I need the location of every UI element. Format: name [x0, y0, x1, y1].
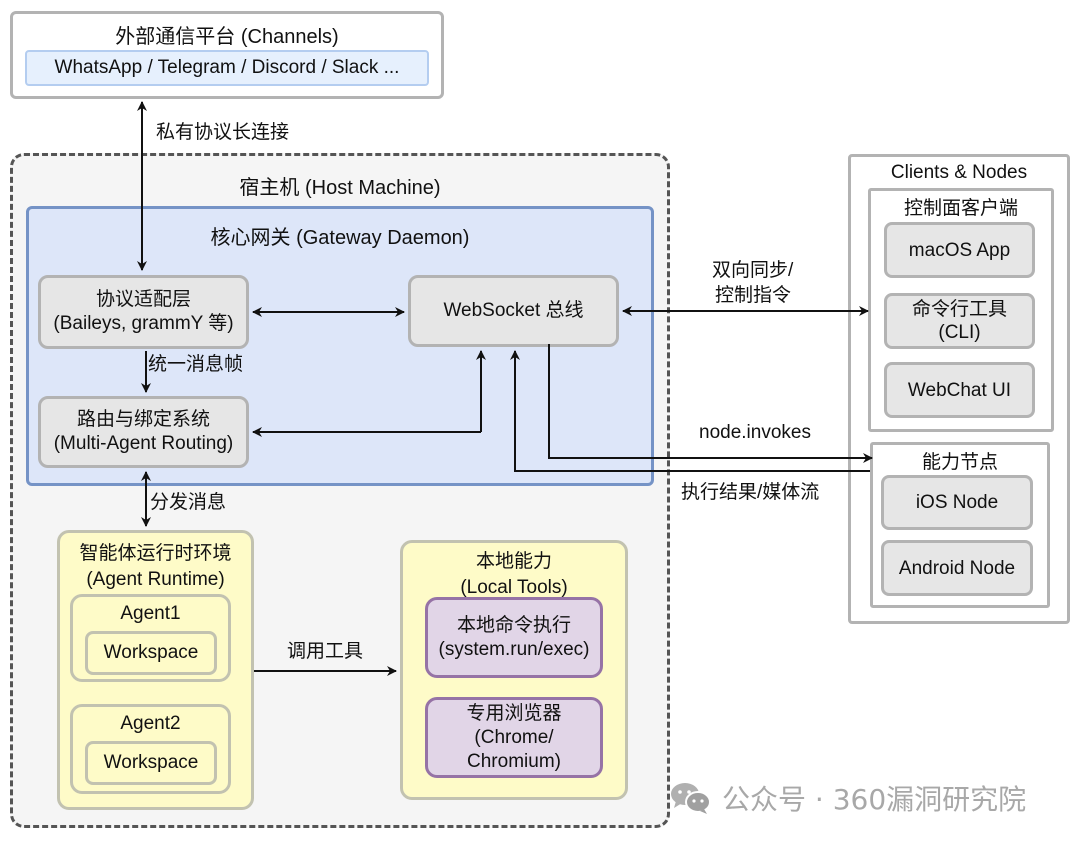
local-exec-title: 本地命令执行 [456, 614, 571, 636]
agent1-node[interactable]: Agent1 Workspace [70, 594, 231, 682]
router-node[interactable]: 路由与绑定系统 (Multi-Agent Routing) [38, 396, 249, 468]
channels-list-box[interactable]: WhatsApp / Telegram / Discord / Slack ..… [25, 50, 429, 86]
protocol-adapter-subtitle: (Baileys, grammY 等) [53, 313, 234, 334]
cli-sublabel: (CLI) [938, 322, 981, 343]
local-exec-subtitle: (system.run/exec) [438, 638, 590, 660]
agent1-title: Agent1 [120, 603, 181, 624]
ios-node[interactable]: iOS Node [881, 475, 1033, 530]
webchat-ui-label: WebChat UI [907, 379, 1012, 401]
wechat-icon [670, 781, 712, 815]
local-tools-title-en: (Local Tools) [460, 577, 568, 598]
control-plane-title: 控制面客户端 [903, 198, 1018, 219]
capability-nodes-title: 能力节点 [921, 452, 998, 473]
macos-app-node[interactable]: macOS App [884, 222, 1035, 278]
browser-title: 专用浏览器 [466, 702, 562, 724]
macos-app-label: macOS App [908, 239, 1011, 261]
label-node-invokes: node.invokes [699, 422, 811, 443]
local-exec-node[interactable]: 本地命令执行 (system.run/exec) [425, 597, 603, 678]
protocol-adapter-node[interactable]: 协议适配层 (Baileys, grammY 等) [38, 275, 249, 349]
agent2-node[interactable]: Agent2 Workspace [70, 704, 231, 794]
agent2-title: Agent2 [120, 713, 181, 734]
gateway-daemon-title: 核心网关 (Gateway Daemon) [210, 227, 470, 249]
agent1-workspace[interactable]: Workspace [85, 631, 217, 675]
websocket-bus-node[interactable]: WebSocket 总线 [408, 275, 619, 347]
label-results: 执行结果/媒体流 [681, 482, 820, 503]
protocol-adapter-title: 协议适配层 [95, 289, 191, 310]
android-node[interactable]: Android Node [881, 540, 1033, 596]
websocket-bus-label: WebSocket 总线 [443, 300, 584, 321]
agent2-workspace[interactable]: Workspace [85, 741, 217, 785]
label-sync-line2: 控制指令 [715, 285, 792, 306]
agent-runtime-title-cn: 智能体运行时环境 [79, 543, 232, 564]
router-subtitle: (Multi-Agent Routing) [53, 433, 234, 454]
agent-runtime-title: 智能体运行时环境 (Agent Runtime) [60, 541, 251, 593]
label-private-protocol: 私有协议长连接 [156, 122, 290, 143]
watermark-text: 公众号 · 360漏洞研究院 [722, 783, 1027, 816]
label-unified-frame: 统一消息帧 [148, 354, 244, 375]
host-machine-title: 宿主机 (Host Machine) [239, 177, 441, 199]
label-call-tools: 调用工具 [287, 641, 364, 662]
cli-node[interactable]: 命令行工具 (CLI) [884, 293, 1035, 349]
channels-container: 外部通信平台 (Channels) WhatsApp / Telegram / … [10, 11, 444, 99]
clients-nodes-title: Clients & Nodes [890, 162, 1028, 183]
browser-subtitle-1: (Chrome/ [474, 726, 554, 748]
label-dispatch: 分发消息 [150, 492, 227, 513]
webchat-ui-node[interactable]: WebChat UI [884, 362, 1035, 418]
local-tools-title-cn: 本地能力 [475, 551, 552, 572]
browser-subtitle-2: Chromium) [467, 750, 561, 772]
local-tools-title: 本地能力 (Local Tools) [403, 549, 625, 601]
agent-runtime-title-en: (Agent Runtime) [86, 569, 225, 590]
watermark: 公众号 · 360漏洞研究院 [670, 778, 1026, 818]
label-sync-line1: 双向同步/ [712, 260, 794, 281]
browser-node[interactable]: 专用浏览器 (Chrome/ Chromium) [425, 697, 603, 778]
router-title: 路由与绑定系统 [76, 409, 210, 430]
cli-label: 命令行工具 [911, 299, 1007, 320]
channels-title: 外部通信平台 (Channels) [115, 26, 339, 48]
